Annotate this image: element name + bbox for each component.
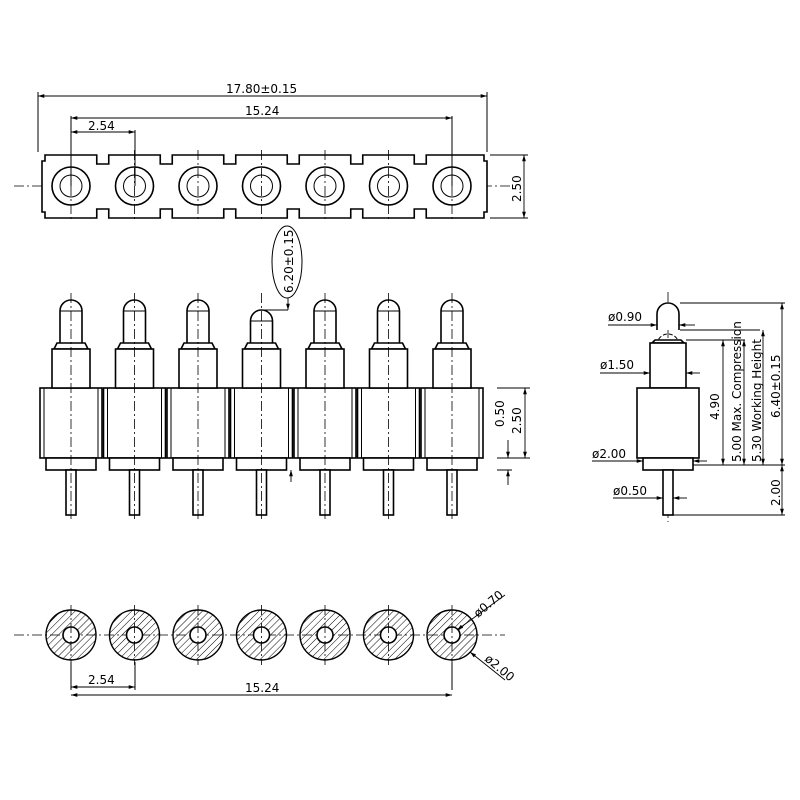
side-barrel (649, 342, 687, 389)
span-label: 15.24 (245, 104, 279, 118)
bottom-view: 2.54 15.24 ø0.70 ø2.00 (14, 588, 517, 697)
side-plunger (656, 302, 680, 330)
stroke-length-label: 4.90 (708, 393, 722, 420)
plunger-dia-label: ø0.90 (608, 310, 642, 324)
bottom-pin-3 (172, 605, 224, 665)
top-pin-3 (178, 150, 218, 222)
front-pin-5 (293, 293, 357, 520)
front-pin-6 (356, 293, 421, 520)
collar-height-label: 0.50 (493, 400, 507, 427)
housing-height-label: 2.50 (510, 407, 524, 434)
bottom-pin-1 (45, 605, 97, 665)
max-compression-label: 5.00 Max. Compression (730, 321, 744, 462)
bottom-pin-5 (299, 605, 351, 665)
pitch-label: 2.54 (88, 119, 115, 133)
bottom-pin-2 (108, 605, 161, 665)
tail-length-label: 2.00 (769, 479, 783, 506)
working-height-label: 5.30 Working Height (750, 339, 764, 462)
bottom-pin-7 (426, 605, 478, 665)
front-pin-7 (420, 293, 484, 520)
top-view: 17.80±0.15 15.24 2.54 2.50 6.20±0.15 (14, 82, 528, 311)
housing-dia-label: ø2.00 (592, 447, 626, 461)
bottom-span-label: 15.24 (245, 681, 279, 695)
side-housing (636, 387, 700, 459)
front-pin-2 (102, 293, 167, 520)
top-pin-5 (305, 150, 345, 222)
side-view: ø0.90 ø1.50 ø2.00 ø0.50 4.90 5.00 Max. C… (592, 292, 785, 522)
side-tail (662, 469, 674, 516)
width-label: 2.50 (510, 175, 524, 202)
hole-dia-label: ø0.70 (471, 588, 506, 621)
front-pin-3 (166, 293, 230, 520)
barrel-dia-label: ø1.50 (600, 358, 634, 372)
side-collar (642, 457, 694, 471)
front-pin-1 (39, 293, 103, 520)
top-pin-6 (368, 150, 409, 222)
outer-dia-label: ø2.00 (482, 652, 517, 685)
bottom-pitch-label: 2.54 (88, 673, 115, 687)
bottom-pin-6 (362, 605, 415, 665)
tail-dia-label: ø0.50 (613, 484, 647, 498)
top-pin-4 (241, 150, 282, 222)
overall-length-label: 17.80±0.15 (226, 82, 297, 96)
front-view: 0.50 2.50 (39, 293, 530, 520)
bottom-pin-4 (235, 605, 288, 665)
height-callout-label: 6.20±0.15 (282, 230, 296, 294)
total-height-label: 6.40±0.15 (769, 355, 783, 419)
front-pin-4 (229, 293, 294, 520)
plunger (249, 309, 274, 343)
